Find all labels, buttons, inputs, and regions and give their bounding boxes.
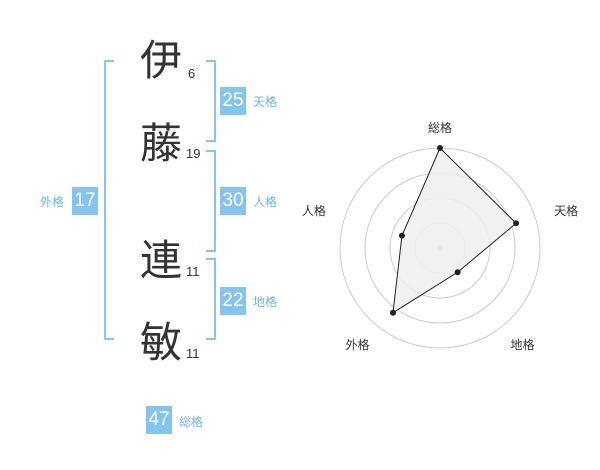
name-char-3: 連 [140,236,183,285]
radar-point-2 [454,269,461,276]
radar-point-4 [398,232,405,239]
jinkaku-label: 人格 [253,195,278,209]
radar-axis-label-0: 総格 [428,120,452,135]
soukaku-value: 47 [146,406,172,434]
radar-point-0 [437,145,443,151]
soukaku-label: 総格 [179,415,204,429]
radar-axis-label-2: 地格 [511,337,535,352]
gaikaku-label: 外格 [40,195,65,209]
chikaku-bracket [206,258,216,340]
tenkaku-value: 25 [220,87,246,115]
radar-point-3 [389,309,396,316]
jinkaku-value: 30 [220,187,246,215]
radar-axis-label-3: 外格 [345,337,369,352]
tenkaku-bracket [206,60,216,142]
stroke-count-3: 11 [186,264,200,279]
chikaku-value: 22 [220,287,246,315]
gaikaku-bracket [104,60,114,340]
name-char-2: 藤 [140,119,183,168]
stroke-count-2: 19 [186,146,201,161]
jinkaku-bracket [206,150,216,252]
radar-axis-label-1: 天格 [554,203,578,218]
tenkaku-label: 天格 [253,95,278,109]
radar-point-1 [513,220,520,227]
stroke-count-4: 11 [186,346,200,361]
radar-area [392,147,517,314]
chikaku-label: 地格 [253,295,278,309]
name-char-4: 敏 [140,318,183,367]
gaikaku-value: 17 [72,187,98,215]
radar-axis-label-4: 人格 [302,203,326,218]
name-char-1: 伊 [140,36,183,85]
stroke-count-1: 6 [188,66,196,81]
